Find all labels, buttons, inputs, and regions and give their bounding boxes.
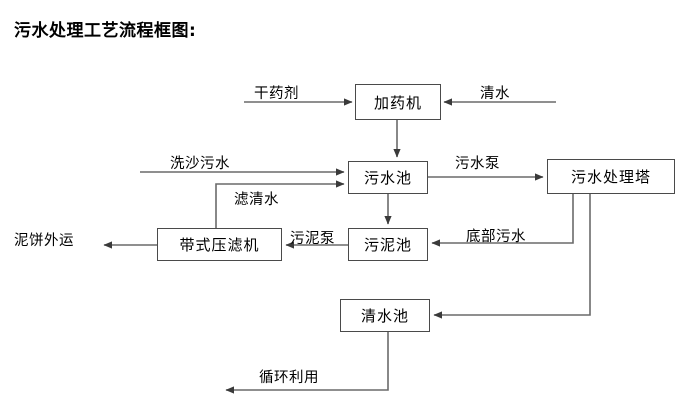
node-belt-filter-press[interactable]: 带式压滤机 <box>157 228 282 261</box>
edge-label-sand-wash-sewage: 洗沙污水 <box>170 156 230 172</box>
edge-label-sewage-pump: 污水泵 <box>455 156 500 172</box>
node-label: 污水池 <box>363 169 412 187</box>
edge-tower-to-clear <box>433 194 591 319</box>
edge-label-recycle: 循环利用 <box>259 370 319 386</box>
node-wastewater-pool[interactable]: 污水池 <box>348 161 428 194</box>
node-treatment-tower[interactable]: 污水处理塔 <box>547 159 675 194</box>
node-label: 污水处理塔 <box>570 168 651 186</box>
node-clear-water-pool[interactable]: 清水池 <box>340 299 430 332</box>
edge-clear-to-recycle <box>225 332 389 394</box>
edge-label-dry-chemical: 干药剂 <box>254 86 299 102</box>
page-title: 污水处理工艺流程框图: <box>14 21 197 41</box>
node-label: 清水池 <box>360 307 409 325</box>
node-dosing-machine[interactable]: 加药机 <box>355 84 441 120</box>
edge-label-bottom-sewage: 底部污水 <box>466 229 526 245</box>
edge-label-filtrate: 滤清水 <box>234 192 279 208</box>
node-label: 污泥池 <box>363 236 412 254</box>
node-label: 带式压滤机 <box>179 236 260 254</box>
edge-filtrate-to-wastewater <box>215 180 345 228</box>
terminal-label-mud-cake-out: 泥饼外运 <box>14 233 74 249</box>
edge-tower-to-sludge <box>431 194 574 247</box>
edge-label-clean-water: 清水 <box>480 86 510 102</box>
node-sludge-pool[interactable]: 污泥池 <box>348 228 428 261</box>
node-label: 加药机 <box>373 93 422 112</box>
edge-label-sludge-pump: 污泥泵 <box>290 231 335 247</box>
